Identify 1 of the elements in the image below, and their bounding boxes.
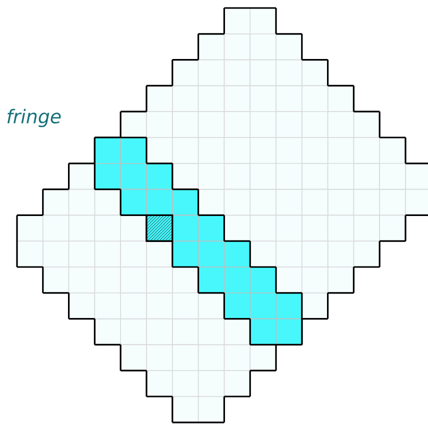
fringe-label: fringe (7, 108, 61, 128)
